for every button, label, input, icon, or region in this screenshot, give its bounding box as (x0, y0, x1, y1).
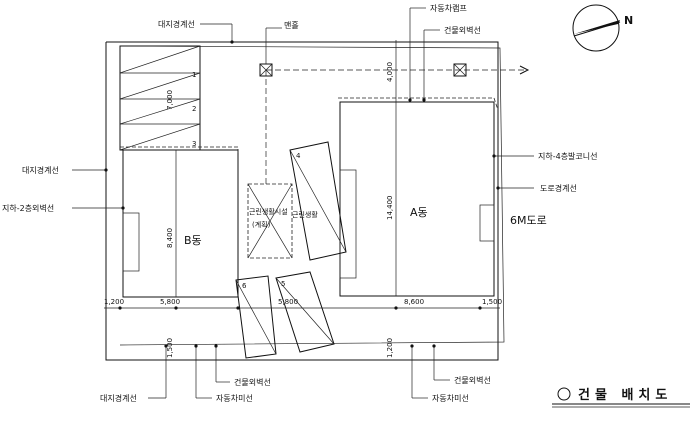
parking-ramp-label-top: 자동차램프 (430, 3, 467, 13)
parking-line-label-bottom-left: 자동차미선 (216, 394, 253, 403)
building-wall-label-bottom-right: 건물외벽선 (454, 375, 491, 385)
leaders-top (200, 7, 440, 102)
site-boundary-line (105, 41, 499, 361)
building-b-label: B동 (184, 234, 202, 247)
stall-number-1: 1 (192, 71, 196, 79)
building-b-dashed-wall (120, 146, 239, 153)
dimension-1500-bottom: 1,500 (166, 338, 174, 358)
stall-number-3: 3 (192, 140, 196, 148)
stall-number-6: 6 (242, 282, 247, 290)
drawing-title-block (552, 387, 690, 408)
dimension-7000: 7,000 (166, 90, 174, 110)
center-box-label-2: (계획) (252, 220, 271, 229)
leaders-left (72, 168, 125, 210)
manhole-label: 맨홀 (284, 20, 299, 30)
dimension-8600: 8,600 (404, 298, 424, 306)
stall-number-5: 5 (281, 280, 285, 288)
dimension-14400: 14,400 (386, 196, 394, 221)
building-b-outline (122, 149, 239, 298)
boundary-label-left: 대지경계선 (22, 165, 59, 175)
parking-line-label-bottom-right: 자동차미선 (432, 394, 469, 403)
building-a-label: A동 (410, 206, 428, 219)
road-boundary-label: 도로경계선 (540, 183, 577, 193)
boundary-label-bottom: 대지경계선 (100, 393, 137, 403)
tilted-stalls (235, 141, 347, 359)
dimension-1200-left: 1,200 (104, 298, 124, 306)
drawing-title: 건물 배치도 (578, 387, 672, 403)
dimension-line-horizontal (104, 306, 500, 310)
inner-boundary-line (119, 45, 505, 346)
dimension-1500: 1,500 (482, 298, 502, 306)
building-a-outline (339, 40, 495, 297)
north-arrow-icon: N (572, 4, 633, 52)
svg-text:N: N (624, 14, 633, 27)
dimension-5800-mid: 5,800 (278, 298, 298, 306)
leaders-bottom (148, 344, 450, 399)
center-box-label-4: 근린생활 (292, 210, 318, 219)
stall-number-4: 4 (296, 152, 301, 160)
dimension-4000: 4,000 (386, 62, 394, 82)
drainage-line (259, 63, 530, 184)
b2-wall-label-left: 지하-2층외벽선 (2, 203, 54, 213)
boundary-label-top: 대지경계선 (158, 19, 195, 29)
building-wall-label-top: 건물외벽선 (444, 25, 481, 35)
road-6m-label: 6M도로 (510, 214, 547, 227)
b4-balcony-label: 지하-4층발코니선 (538, 151, 598, 161)
parking-stalls-top (119, 45, 201, 151)
center-building (247, 183, 293, 259)
building-a-dashed-wall (338, 97, 499, 111)
stall-number-2: 2 (192, 105, 196, 113)
leaders-right (492, 154, 534, 190)
building-wall-label-bottom-left: 건물외벽선 (234, 377, 271, 387)
dimension-5800-left: 5,800 (160, 298, 180, 306)
dimension-1200-bottom: 1,200 (386, 338, 394, 358)
center-box-label-1: 근린생활시설 (249, 207, 288, 216)
dimension-8400: 8,400 (166, 228, 174, 248)
